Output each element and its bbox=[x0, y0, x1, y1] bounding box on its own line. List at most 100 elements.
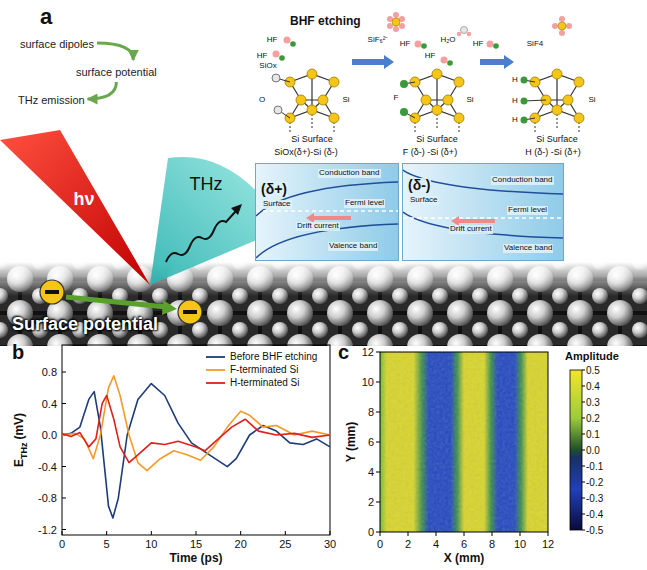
text-label: SiOx(δ+)-Si (δ-) bbox=[274, 148, 337, 158]
tick bbox=[106, 531, 107, 535]
tick bbox=[582, 402, 585, 403]
tick bbox=[582, 386, 585, 387]
waveform bbox=[62, 376, 330, 471]
band-line bbox=[403, 212, 563, 238]
legend-line bbox=[205, 353, 227, 361]
text-label: SiOx bbox=[258, 62, 277, 71]
tick bbox=[376, 352, 380, 353]
text-label: -1.2 bbox=[38, 523, 57, 535]
text-label: 0 bbox=[368, 526, 374, 538]
thz-image-map bbox=[380, 352, 582, 532]
text-label: -0.4 bbox=[38, 460, 57, 472]
tick bbox=[376, 472, 380, 473]
waveform bbox=[62, 384, 330, 518]
tick bbox=[62, 498, 66, 499]
tick bbox=[62, 529, 66, 530]
text-label: c bbox=[338, 341, 349, 363]
text-label: 8 bbox=[368, 406, 374, 418]
cycle-step: THz emission bbox=[16, 89, 87, 109]
text-label: -0.3 bbox=[586, 493, 603, 504]
text-label: X (mm) bbox=[444, 552, 485, 565]
cycle-arrow bbox=[97, 43, 133, 60]
text-label: Si bbox=[465, 96, 474, 105]
band-label: Valence band bbox=[503, 244, 553, 253]
tick bbox=[408, 532, 409, 536]
tick bbox=[582, 370, 585, 371]
text-label: 4 bbox=[368, 466, 374, 478]
tick bbox=[285, 531, 286, 535]
text-label: Si Surface bbox=[416, 135, 458, 145]
tick bbox=[240, 531, 241, 535]
text-label: 12 bbox=[362, 346, 374, 358]
laser-beam bbox=[0, 130, 150, 285]
text-label: 0.0 bbox=[42, 429, 57, 441]
text-label: SiF4 bbox=[526, 40, 544, 49]
text-label: H bbox=[511, 97, 519, 106]
text-label: 10 bbox=[514, 538, 526, 550]
text-label: 0.4 bbox=[586, 381, 600, 392]
text-label: Surface potential bbox=[12, 315, 158, 335]
tick bbox=[62, 531, 63, 535]
text-label: 25 bbox=[279, 538, 291, 550]
tick bbox=[548, 532, 549, 536]
tick bbox=[62, 466, 66, 467]
text-label: 20 bbox=[235, 538, 247, 550]
legend-line-sample bbox=[206, 356, 225, 358]
text-label: -0.2 bbox=[586, 477, 603, 488]
text-label: -0.4 bbox=[586, 509, 603, 520]
cycle-arrow bbox=[88, 82, 117, 99]
thz-wave bbox=[166, 204, 242, 262]
text-label: Si bbox=[341, 96, 350, 105]
text-label: 0.4 bbox=[42, 397, 57, 409]
legend-text: H-terminated Si bbox=[230, 377, 299, 388]
axis-title-part: THz bbox=[20, 443, 30, 460]
text-label: 0.5 bbox=[586, 365, 600, 376]
legend-row: F-terminated Si bbox=[205, 363, 317, 376]
etching-structures bbox=[272, 12, 584, 132]
text-label: Amplitude bbox=[565, 350, 619, 362]
band-label: Valence band bbox=[328, 242, 378, 251]
text-label: 0.3 bbox=[586, 397, 600, 408]
text-label: 10 bbox=[145, 538, 157, 550]
tick bbox=[436, 532, 437, 536]
tick bbox=[464, 532, 465, 536]
cycle-step: surface potential bbox=[74, 61, 159, 81]
text-label: Si Surface bbox=[536, 135, 578, 145]
text-label: O bbox=[258, 96, 266, 105]
text-label: 0.1 bbox=[586, 429, 600, 440]
band-line bbox=[403, 170, 563, 194]
tick bbox=[582, 450, 585, 451]
text-label: 0 bbox=[59, 538, 65, 550]
band-label: (δ-) bbox=[407, 178, 431, 193]
text-label: H bbox=[511, 76, 519, 85]
text-label: HF bbox=[424, 52, 437, 61]
text-label: 0.0 bbox=[586, 445, 600, 456]
legend-text: F-terminated Si bbox=[230, 364, 298, 375]
text-label: Time (ps) bbox=[169, 552, 222, 565]
band-ground bbox=[256, 164, 398, 260]
legend-line bbox=[205, 366, 227, 374]
text-label: 2 bbox=[368, 496, 374, 508]
text-label: b bbox=[12, 341, 24, 363]
cycle-step: surface dipoles bbox=[18, 33, 96, 53]
text-label: Si Surface bbox=[291, 135, 333, 145]
tick bbox=[582, 482, 585, 483]
legend-row: Before BHF etching bbox=[205, 350, 317, 363]
tick bbox=[376, 382, 380, 383]
band-label: Fermi level bbox=[344, 199, 385, 208]
waveform-curves bbox=[62, 376, 330, 518]
text-label: F bbox=[393, 94, 400, 103]
band-label: Fermi level bbox=[507, 206, 548, 215]
band-label: Drift current bbox=[296, 222, 340, 231]
axis-title-part: E bbox=[12, 459, 26, 467]
tick bbox=[330, 531, 331, 535]
text-label: -0.5 bbox=[586, 525, 603, 536]
band-diagram-box: (δ-)SurfaceConduction bandFermi levelDri… bbox=[402, 163, 564, 261]
tick bbox=[582, 530, 585, 531]
legend-line-sample bbox=[206, 382, 225, 384]
tick bbox=[492, 532, 493, 536]
text-label: hν bbox=[73, 190, 94, 210]
text-label: Y (mm) bbox=[345, 422, 358, 462]
